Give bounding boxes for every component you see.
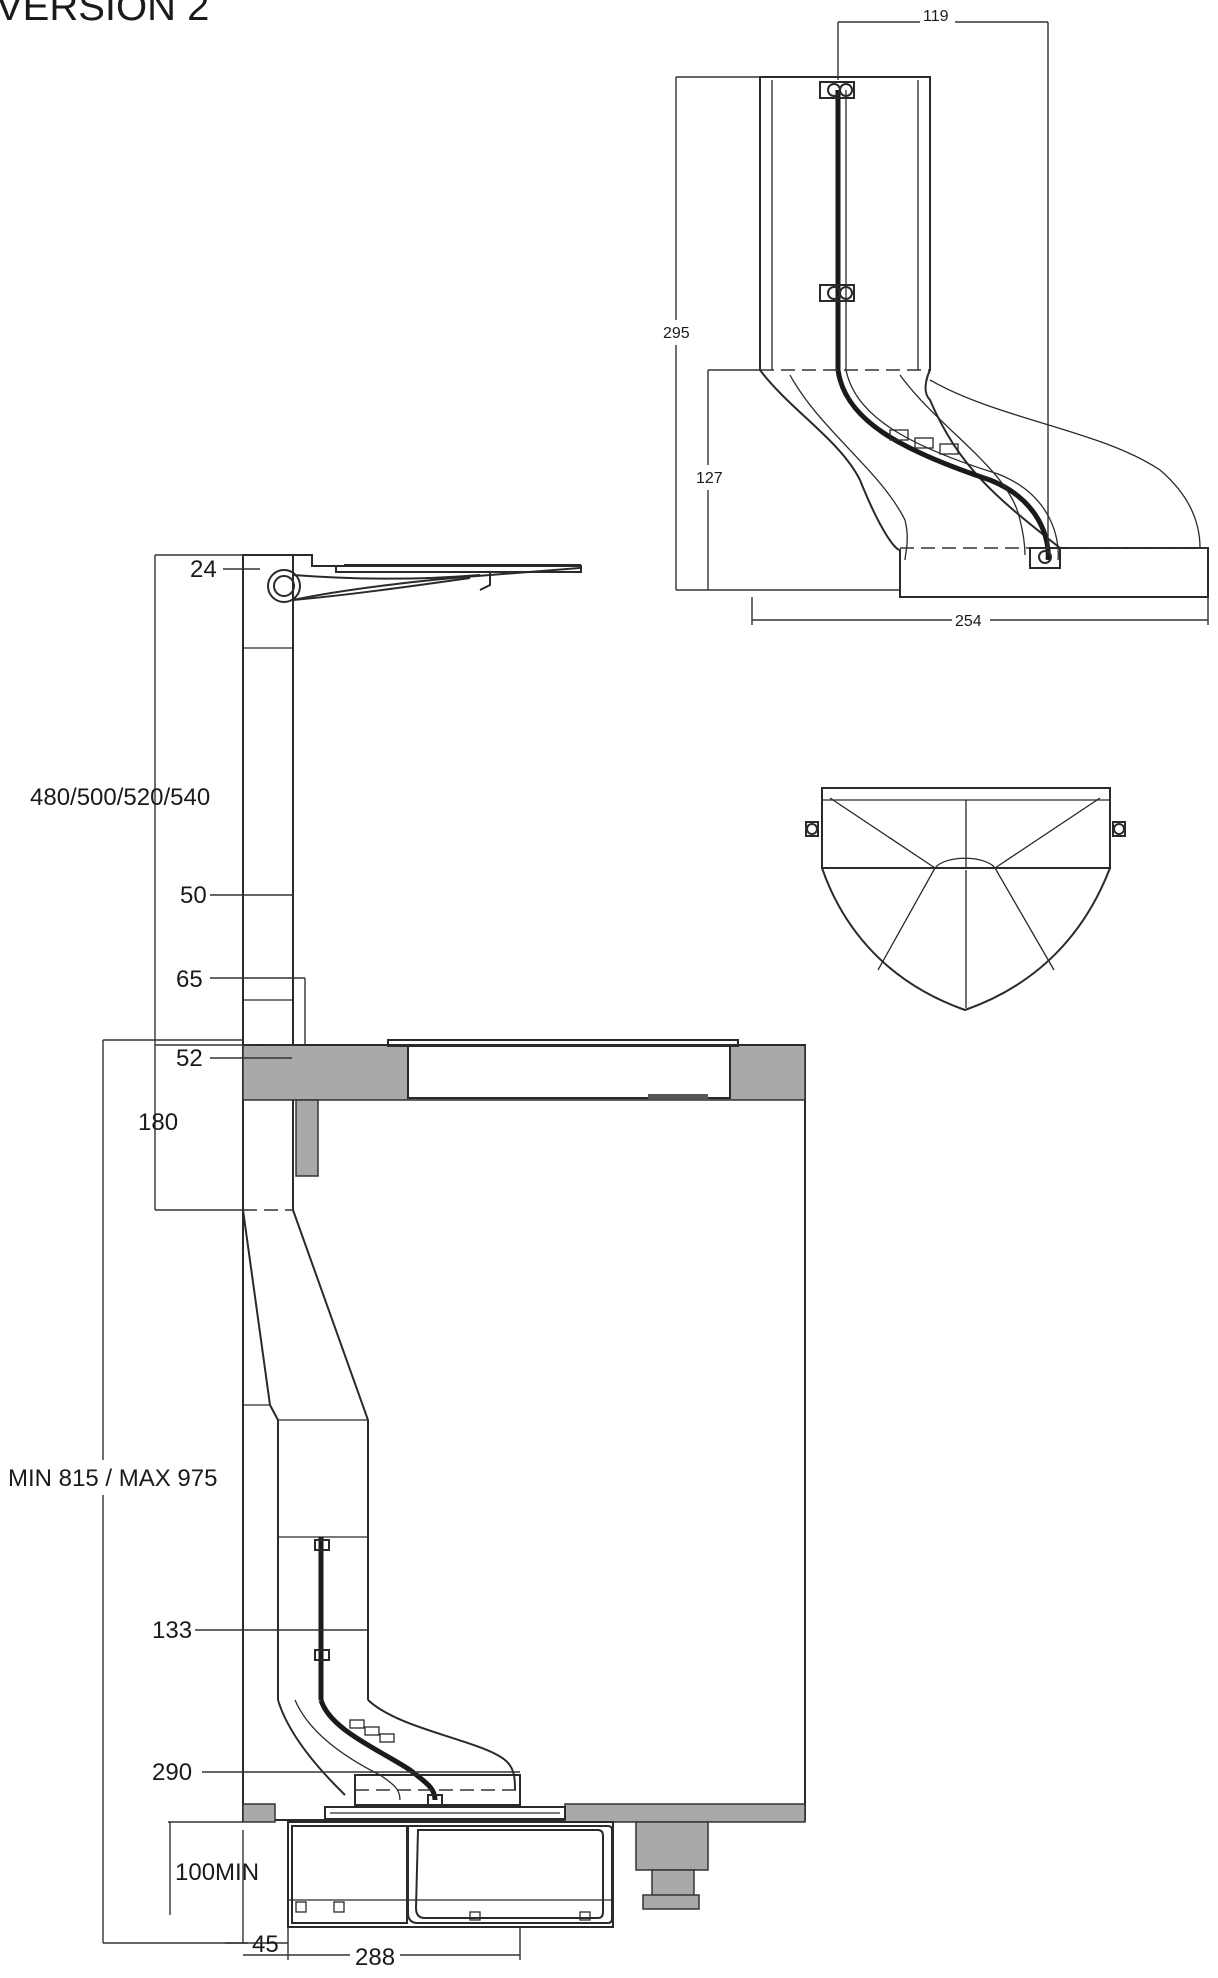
elbow-clip-icon <box>364 1726 380 1736</box>
hood-rib <box>877 867 936 971</box>
dim-480-label: 480/500/520/540 <box>30 784 210 811</box>
duct-flange <box>324 1806 566 1820</box>
motor-screw-icon <box>333 1901 345 1913</box>
elbow-guide <box>294 1699 401 1801</box>
dim-288-label: 288 <box>355 1944 395 1971</box>
dim-24-label: 24 <box>190 556 217 583</box>
clip-upper-icon <box>819 81 855 99</box>
motor-screw-icon <box>579 1911 591 1921</box>
elbow-clip-icon <box>379 1733 395 1743</box>
channel-clip-icon <box>314 1539 330 1551</box>
plinth-left <box>242 1803 276 1823</box>
hood-left-bolt-icon <box>805 821 819 837</box>
dim-50-label: 50 <box>180 882 207 909</box>
duct-curve-inner-a <box>789 374 908 561</box>
channel-clip-icon <box>314 1649 330 1661</box>
countertop-support <box>295 1099 319 1177</box>
dim-290-label: 290 <box>152 1759 192 1786</box>
duct-diagonal-left <box>242 1209 279 1537</box>
duct-curve-inner-b <box>899 374 1026 556</box>
cooktop-recess <box>407 1045 731 1099</box>
dim-65-label: 65 <box>176 966 203 993</box>
cabinet-foot-pad <box>642 1894 700 1910</box>
hood-center-arc <box>934 857 996 869</box>
curve-clip-icon <box>939 443 959 455</box>
pivot-inner-icon <box>273 575 295 597</box>
curve-clip-icon <box>914 437 934 449</box>
dim-180-label: 180 <box>138 1109 178 1136</box>
column-upper <box>242 554 294 1046</box>
motor-screw-icon <box>469 1911 481 1921</box>
elbow-clip-icon <box>349 1719 365 1729</box>
hood-rib <box>994 867 1055 971</box>
elbow-cable-channel <box>318 1699 438 1801</box>
cabinet-foot-lower <box>651 1869 695 1897</box>
motor-unit-inner <box>414 1829 604 1919</box>
filter-unit <box>291 1825 408 1924</box>
dim-45-label: 45 <box>252 1931 279 1958</box>
dim-minmax-label: MIN 815 / MAX 975 <box>8 1465 217 1492</box>
hood-trumpet-view <box>805 787 1126 1012</box>
detail-duct-elbow-view: 119 295 127 254 <box>663 8 1209 630</box>
motor-unit <box>407 1825 613 1924</box>
curve-clip-icon <box>889 429 909 441</box>
elbow-outer <box>367 1699 516 1791</box>
top-plate-support <box>345 571 491 591</box>
hood-bowl <box>821 867 1111 1012</box>
cable-channel-curve <box>835 369 1051 561</box>
dim-254-label: 254 <box>955 613 982 630</box>
clip-lower-icon <box>1029 547 1061 569</box>
elbow-inner <box>277 1699 346 1796</box>
plinth-right <box>564 1803 806 1823</box>
duct-elbow-outline <box>759 76 1209 598</box>
duct-curve-outer <box>929 379 1201 549</box>
cabinet-foot <box>635 1821 709 1871</box>
hood-rib <box>994 797 1101 869</box>
dim-133-label: 133 <box>152 1617 192 1644</box>
hood-right-bolt-icon <box>1112 821 1126 837</box>
drawing-title: VERSION 2 <box>0 0 209 29</box>
cabinet-body <box>242 1044 806 1821</box>
dim-127-label: 127 <box>696 470 723 487</box>
main-side-view: 480/500/520/540 24 50 65 52 180 MIN 815 … <box>8 554 806 1971</box>
cable-channel-curve-guide <box>845 369 1059 561</box>
cooktop-vent <box>648 1094 708 1099</box>
top-arm-underside <box>292 574 481 580</box>
motor-box-outer <box>287 1821 614 1928</box>
hood-rib <box>829 797 936 869</box>
dim-100-label: 100MIN <box>175 1859 259 1886</box>
pivot-outer-icon <box>267 569 301 603</box>
dim-52-label: 52 <box>176 1045 203 1072</box>
duct-diagonal-right <box>292 1209 369 1537</box>
clip-middle-icon <box>819 284 855 302</box>
dim-119-label: 119 <box>923 8 949 25</box>
dim-295-label: 295 <box>663 325 690 342</box>
top-arm-curve <box>292 577 471 601</box>
motor-screw-icon <box>295 1901 307 1913</box>
